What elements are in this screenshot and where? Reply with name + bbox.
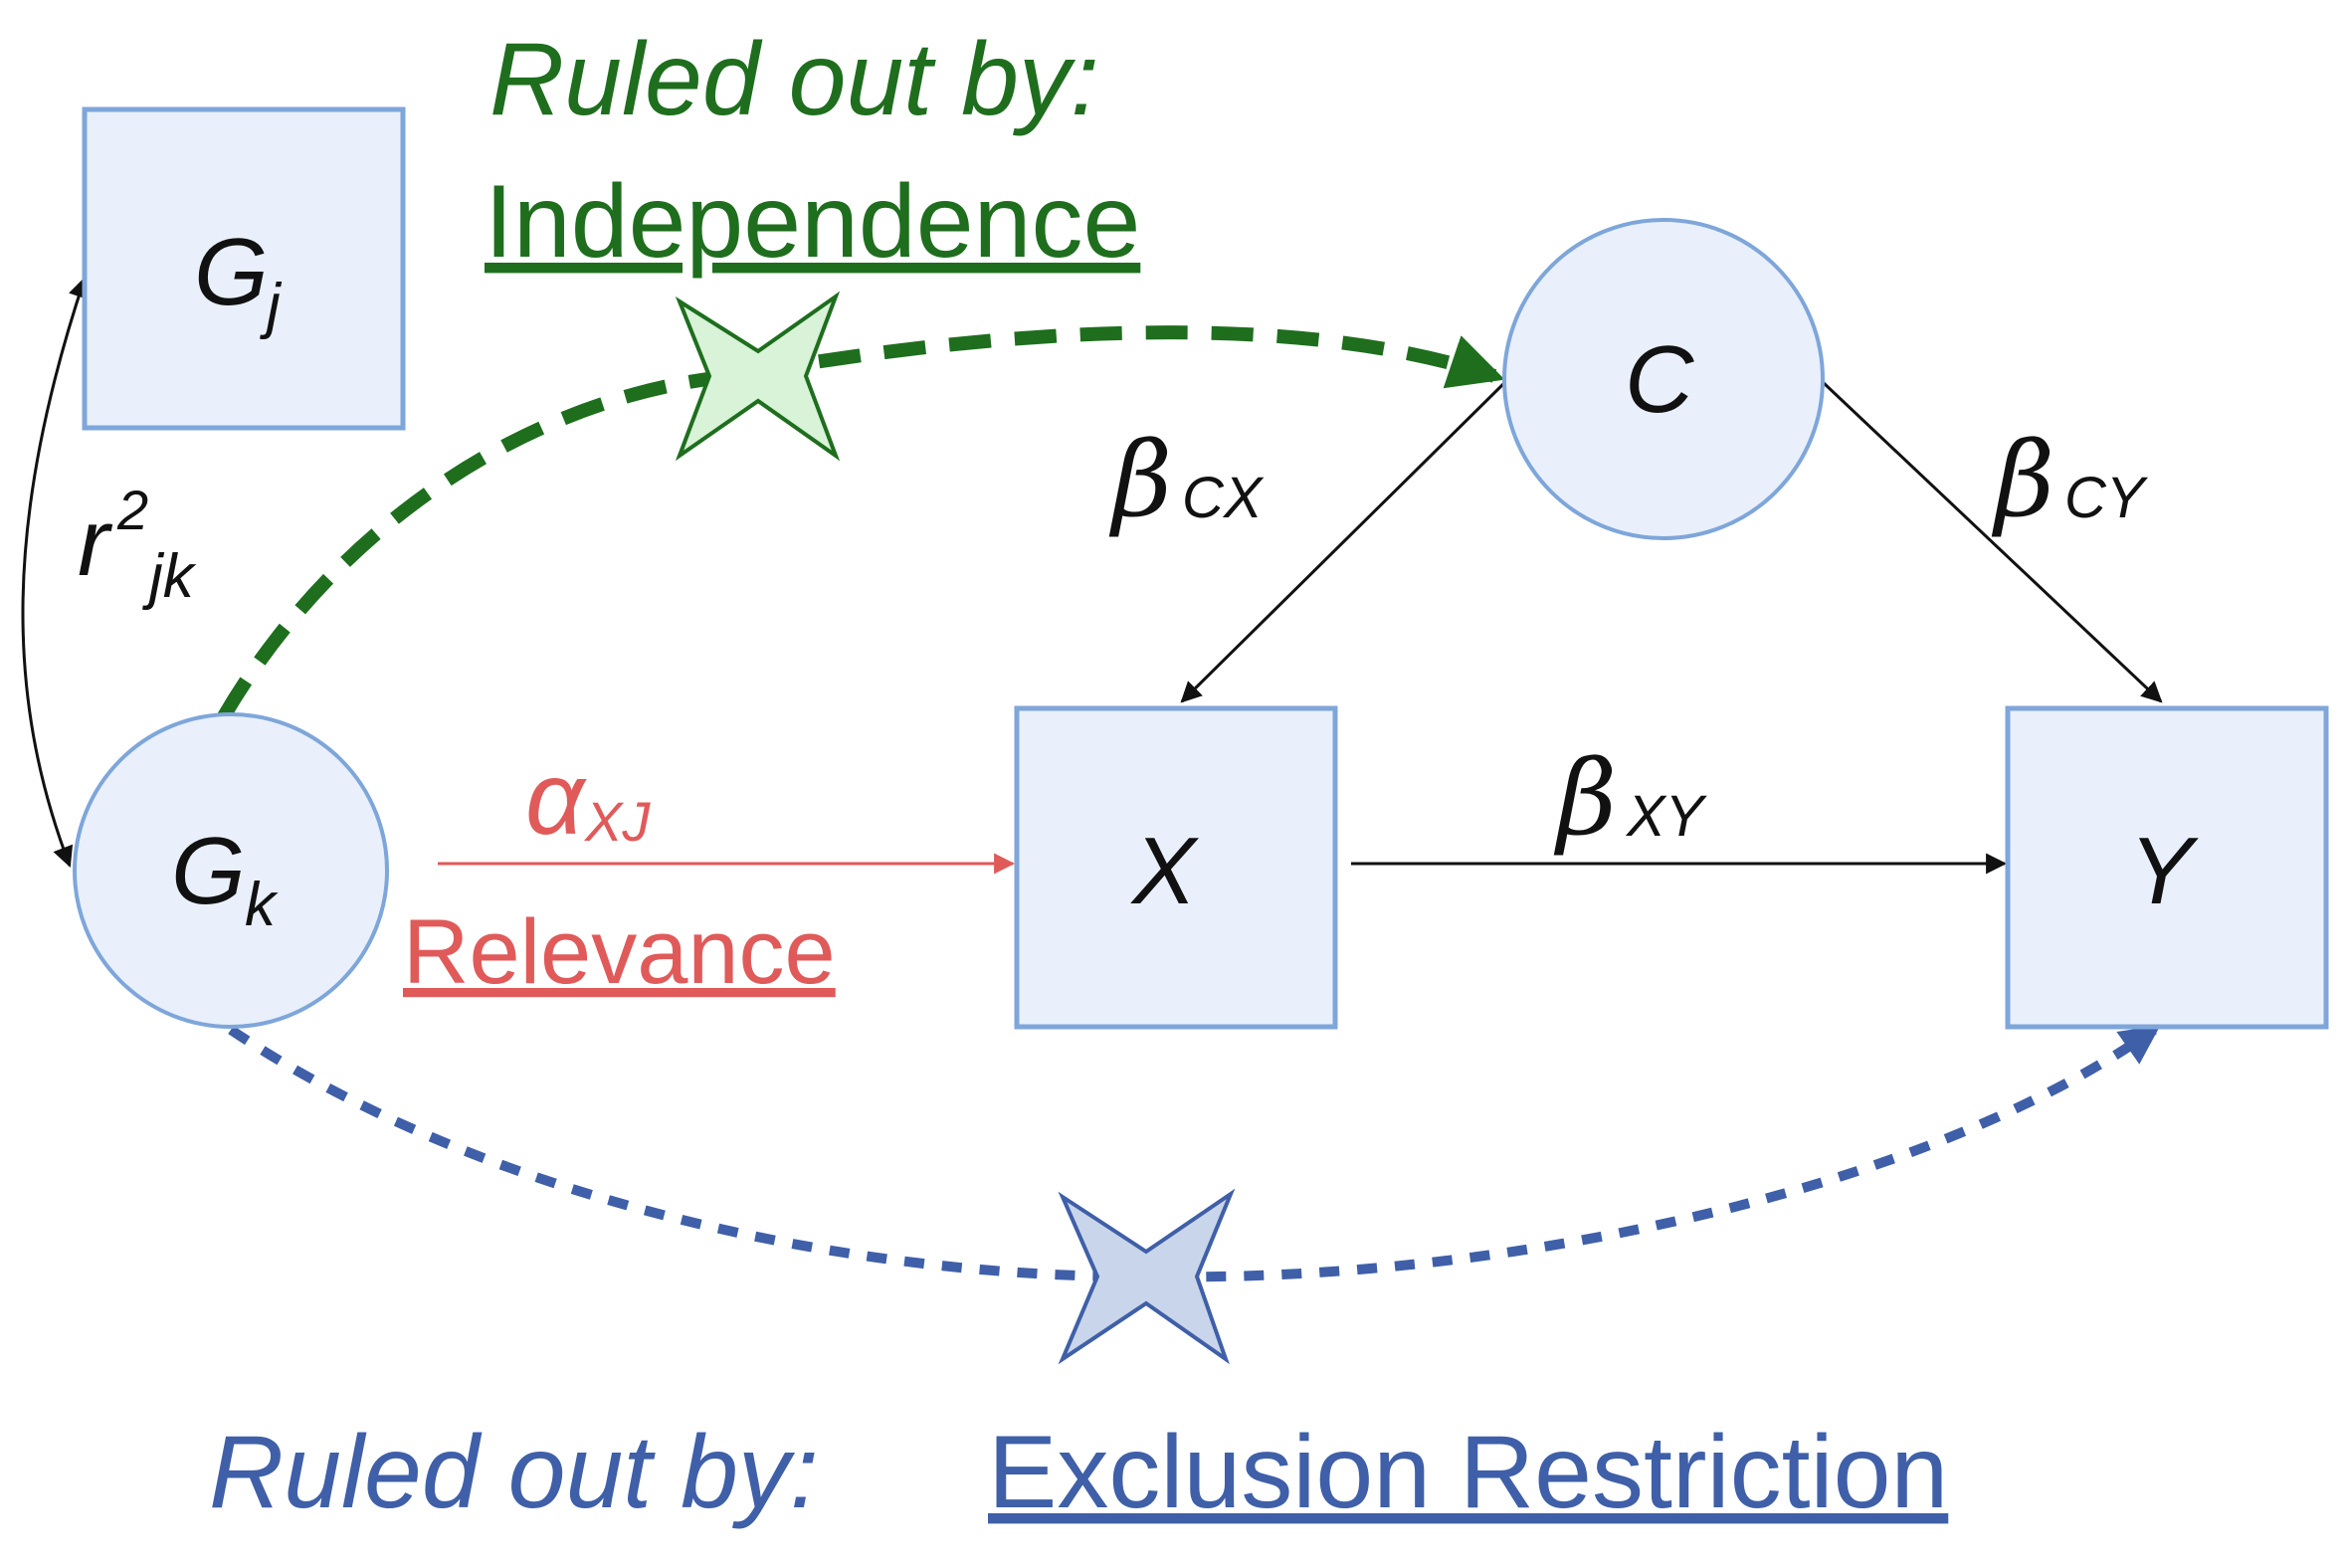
gk-letter: G [171,818,246,924]
x-letter: X [1130,818,1200,924]
independence-prefix: Ruled out by: [489,22,1099,137]
y-letter: Y [2129,818,2199,924]
exclusion-blocked-star [1058,1188,1236,1365]
exclusion-assumption: Exclusion Restriction [988,1415,1948,1530]
independence-annotation: Ruled out by: Independence [485,22,1140,280]
relevance-name: Relevance [403,901,836,1003]
exclusion-annotation: Ruled out by: Exclusion Restriction [209,1415,1948,1530]
gj-letter: G [194,219,269,325]
c-letter: C [1625,326,1694,433]
c-to-x-arrow [1180,381,1506,703]
relevance-subscript: XJ [583,790,651,853]
beta-xy-symbol: β [1553,737,1617,859]
beta-xy-subscript: XY [1625,784,1708,849]
beta-cy-subscript: CY [2064,466,2149,530]
relevance-symbol: α [525,741,587,857]
y-node[interactable]: Y [2005,705,2329,1030]
correlation-label: r 2 jk [78,479,197,611]
beta-cx-subscript: CX [1182,466,1265,530]
beta-cx-symbol: β [1108,419,1172,540]
beta-cy-symbol: β [1991,419,2054,540]
correlation-symbol: r [78,490,113,596]
c-node[interactable]: C [1502,218,1825,540]
x-node[interactable]: X [1014,705,1338,1030]
independence-blocked-star [675,291,841,462]
gk-subscript: k [245,871,279,939]
relevance-label: α XJ Relevance [403,741,836,1003]
beta-xy-label: β XY [1553,737,1708,859]
c-to-y-arrow [1822,381,2163,703]
correlation-arrow [21,277,89,868]
beta-cx-label: β CX [1108,419,1265,540]
independence-assumption: Independence [485,164,1140,280]
gj-node[interactable]: G j [82,106,406,431]
independence-violation-path [217,325,1505,720]
gk-node[interactable]: G k [73,712,389,1029]
correlation-superscript: 2 [116,479,148,541]
exclusion-prefix: Ruled out by: [209,1415,819,1530]
correlation-subscript: jk [142,542,197,611]
beta-cy-label: β CY [1991,419,2149,540]
